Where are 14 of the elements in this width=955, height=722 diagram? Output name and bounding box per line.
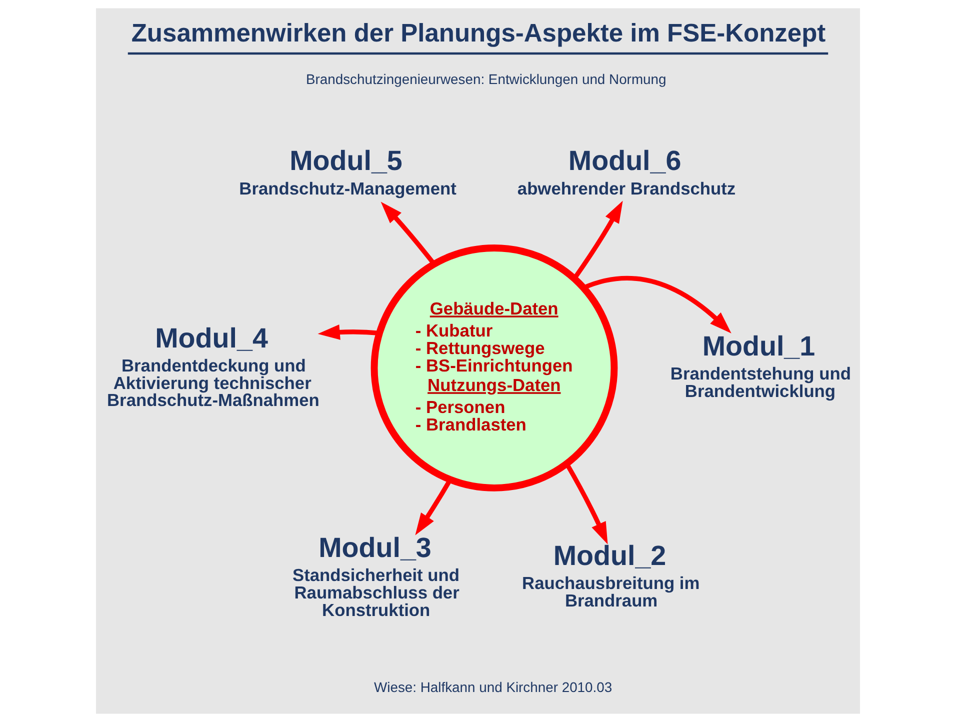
node-text: Modul_1 Brandentstehung und Brandentwicklung — [670, 330, 850, 401]
node-text: Modul_5 Brandschutz-Management — [238, 145, 456, 198]
label: Wiese: Halfkann und Kirchner 2010.03 — [374, 678, 612, 695]
node-circle: Gebäude-Daten - Kubatur - Rettungswege - BS-Einrichtungen Nutzungs-Daten - Personen - Brandlasten — [370, 244, 618, 492]
node-text: Modul_6 abwehrender Brandschutz — [516, 145, 736, 198]
arrow — [317, 324, 380, 340]
arrow — [564, 462, 608, 544]
node-text: Modul_4 Brandentdeckung und Aktivierung technischer Brandschutz-Maßnahmen — [106, 322, 319, 410]
node-text: Modul_2 Rauchausbreitung im Brandraum — [522, 540, 700, 610]
arrow — [572, 200, 622, 280]
arrow — [582, 276, 731, 334]
node-text: Modul_3 Standsicherheit und Raumabschluss der Konstruktion — [292, 532, 460, 620]
diagram-title: Zusammenwirken der Planungs-Aspekte im FSE-Konzept — [130, 19, 826, 48]
label: Brandschutzingenieurwesen: Entwicklungen und Normung — [306, 70, 666, 87]
